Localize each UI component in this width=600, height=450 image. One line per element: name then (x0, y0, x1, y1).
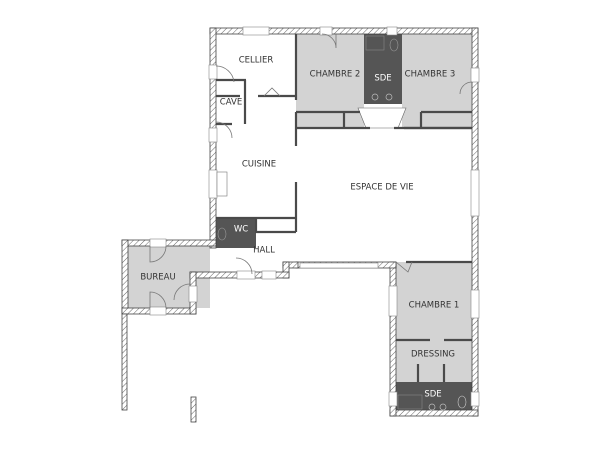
shower-icon (397, 394, 423, 410)
label-wc: WC (234, 225, 248, 235)
room-chambre-1 (396, 262, 472, 382)
basin-icon (371, 93, 379, 101)
room-sde-top (364, 34, 402, 104)
label-chambre-1: CHAMBRE 1 (409, 301, 460, 311)
label-bureau: BUREAU (140, 273, 175, 283)
room-wc (216, 218, 256, 248)
label-cave: CAVE (220, 98, 242, 108)
toilet-icon (457, 395, 467, 409)
label-hall: HALL (253, 246, 275, 256)
label-chambre-2: CHAMBRE 2 (310, 70, 361, 80)
windows (149, 26, 480, 407)
label-espace-de-vie: ESPACE DE VIE (350, 183, 413, 193)
sink-icon (216, 171, 228, 197)
label-sde-bottom: SDE (424, 390, 441, 400)
label-dressing: DRESSING (411, 350, 455, 360)
toilet-icon (389, 38, 399, 52)
shower-icon (365, 35, 385, 51)
toilet-icon (217, 227, 227, 241)
room-labels: CELLIER CHAMBRE 2 SDE CHAMBRE 3 CAVE CUI… (140, 56, 459, 400)
label-chambre-3: CHAMBRE 3 (405, 70, 456, 80)
room-fills (128, 34, 472, 410)
label-cellier: CELLIER (239, 56, 274, 66)
label-sde-top: SDE (374, 74, 391, 84)
sde-entry (357, 107, 407, 129)
label-cuisine: CUISINE (242, 160, 276, 170)
fixtures (216, 35, 467, 411)
basin-icon (439, 403, 447, 411)
doors (149, 33, 473, 309)
room-chambre-3 (402, 34, 472, 128)
interior-walls (216, 34, 472, 382)
room-sde-bottom (396, 382, 472, 410)
room-chambre-2 (296, 34, 364, 128)
basin-icon (385, 93, 393, 101)
basin-icon (428, 403, 436, 411)
